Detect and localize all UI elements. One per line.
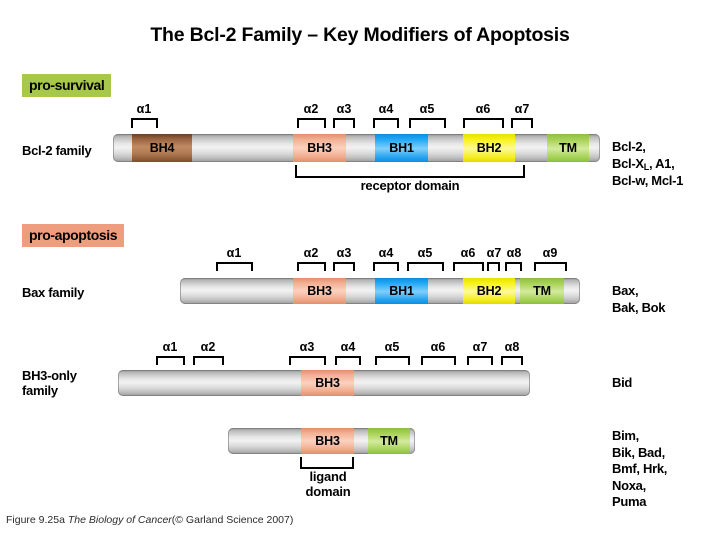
protein-bar-bax-family: BH3 BH1 BH2 TM bbox=[180, 278, 580, 304]
helix-label-a3-row2: α3 bbox=[336, 246, 352, 260]
helix-bracket-a2-row1 bbox=[297, 118, 326, 128]
badge-pro-survival: pro-survival bbox=[22, 74, 112, 97]
domain-bh3-row1: BH3 bbox=[293, 134, 346, 162]
ligand-domain-bracket bbox=[300, 457, 354, 469]
domain-bh3-row2: BH3 bbox=[293, 278, 346, 304]
helix-label-a8-row3: α8 bbox=[504, 340, 520, 354]
receptor-domain-label: receptor domain bbox=[360, 178, 460, 193]
helix-bracket-a6-row3 bbox=[421, 356, 456, 365]
badge-pro-apoptosis: pro-apoptosis bbox=[22, 224, 125, 247]
helix-bracket-a6-row2 bbox=[453, 262, 484, 271]
helix-label-a2-row2: α2 bbox=[303, 246, 319, 260]
domain-bh1-row1: BH1 bbox=[375, 134, 428, 162]
helix-bracket-a4-row1 bbox=[373, 118, 399, 128]
helix-label-a1-row3: α1 bbox=[162, 340, 178, 354]
gene-line-3: Bcl-w, Mcl-1 bbox=[612, 173, 684, 188]
domain-bh3-row3: BH3 bbox=[301, 370, 354, 396]
caption-figure-number: Figure 9.25a bbox=[6, 514, 65, 526]
helix-label-a5-row2: α5 bbox=[417, 246, 433, 260]
row-label-bh3-only-family: BH3-only family bbox=[22, 368, 77, 398]
helix-bracket-a8-row3 bbox=[501, 356, 523, 365]
protein-bar-bcl2-family: BH4 BH3 BH1 BH2 TM bbox=[113, 134, 600, 162]
helix-label-a2-row3: α2 bbox=[200, 340, 216, 354]
caption-source-title: The Biology of Cancer bbox=[67, 514, 172, 526]
helix-label-a8-row2: α8 bbox=[506, 246, 522, 260]
gene-list-bid: Bid bbox=[612, 375, 633, 390]
helix-label-a4-row3: α4 bbox=[340, 340, 356, 354]
gene-line-2b: , A1, bbox=[648, 155, 675, 171]
helix-label-a6-row3: α6 bbox=[430, 340, 446, 354]
row-label-bax-family: Bax family bbox=[22, 285, 85, 300]
helix-bracket-a3-row1 bbox=[333, 118, 355, 128]
helix-bracket-a6-row1 bbox=[463, 118, 504, 128]
helix-bracket-a1-row2 bbox=[216, 262, 253, 271]
row-label-bcl2-family: Bcl-2 family bbox=[22, 143, 92, 158]
helix-bracket-a8-row2 bbox=[505, 262, 522, 271]
helix-bracket-a3-row3 bbox=[289, 356, 326, 365]
gene-line-1: Bcl-2, bbox=[612, 139, 646, 154]
helix-label-a7-row3: α7 bbox=[472, 340, 488, 354]
helix-label-a4-row2: α4 bbox=[378, 246, 394, 260]
protein-bar-bh3-only-family: BH3 bbox=[118, 370, 530, 396]
helix-label-a3-row3: α3 bbox=[299, 340, 315, 354]
helix-bracket-a1-row3 bbox=[156, 356, 185, 365]
helix-bracket-a3-row2 bbox=[333, 262, 355, 271]
helix-label-a9-row2: α9 bbox=[542, 246, 558, 260]
helix-label-a3-row1: α3 bbox=[336, 102, 352, 116]
helix-label-a7-row2: α7 bbox=[486, 246, 502, 260]
helix-label-a5-row3: α5 bbox=[384, 340, 400, 354]
helix-bracket-a5-row3 bbox=[375, 356, 410, 365]
domain-bh1-row2: BH1 bbox=[375, 278, 428, 304]
domain-bh2-row2: BH2 bbox=[463, 278, 515, 304]
gene-list-bax-family: Bax, Bak, Bok bbox=[612, 283, 666, 315]
domain-bh2-row1: BH2 bbox=[463, 134, 515, 162]
gene-subscript-L: L bbox=[643, 161, 650, 172]
helix-label-a1-row2: α1 bbox=[226, 246, 242, 260]
helix-bracket-a7-row1 bbox=[511, 118, 533, 128]
domain-bh3-row4: BH3 bbox=[301, 428, 354, 454]
helix-bracket-a7-row3 bbox=[467, 356, 493, 365]
domain-tm-row2: TM bbox=[520, 278, 564, 304]
helix-bracket-a5-row2 bbox=[407, 262, 444, 271]
figure-caption: Figure 9.25a The Biology of Cancer(© Gar… bbox=[6, 514, 293, 526]
caption-credit: (© Garland Science 2007) bbox=[171, 514, 294, 526]
gene-list-bh3-only: Bim, Bik, Bad, Bmf, Hrk, Noxa, Puma bbox=[612, 428, 668, 509]
page-title: The Bcl-2 Family – Key Modifiers of Apop… bbox=[150, 24, 570, 46]
helix-bracket-a7-row2 bbox=[487, 262, 500, 271]
helix-bracket-a4-row3 bbox=[335, 356, 361, 365]
helix-label-a6-row1: α6 bbox=[475, 102, 491, 116]
helix-bracket-a2-row3 bbox=[193, 356, 224, 365]
helix-bracket-a9-row2 bbox=[534, 262, 567, 271]
helix-label-a1-row1: α1 bbox=[136, 102, 152, 116]
domain-bh4-row1: BH4 bbox=[132, 134, 192, 162]
receptor-domain-bracket bbox=[295, 165, 525, 178]
helix-bracket-a2-row2 bbox=[297, 262, 326, 271]
helix-label-a6-row2: α6 bbox=[460, 246, 476, 260]
protein-bar-bh3-only-tm: BH3 TM bbox=[228, 428, 415, 454]
helix-label-a2-row1: α2 bbox=[303, 102, 319, 116]
helix-label-a4-row1: α4 bbox=[378, 102, 394, 116]
ligand-domain-label: ligand domain bbox=[305, 469, 351, 499]
helix-bracket-a1-row1 bbox=[131, 118, 158, 128]
gene-line-2a: Bcl-X bbox=[612, 155, 644, 171]
helix-bracket-a5-row1 bbox=[409, 118, 446, 128]
domain-tm-row1: TM bbox=[547, 134, 589, 162]
gene-list-bcl2-family: Bcl-2,Bcl-XL, A1, Bcl-w, Mcl-1 bbox=[612, 139, 683, 190]
helix-label-a5-row1: α5 bbox=[419, 102, 435, 116]
helix-bracket-a4-row2 bbox=[373, 262, 399, 271]
domain-tm-row4: TM bbox=[368, 428, 410, 454]
helix-label-a7-row1: α7 bbox=[514, 102, 530, 116]
